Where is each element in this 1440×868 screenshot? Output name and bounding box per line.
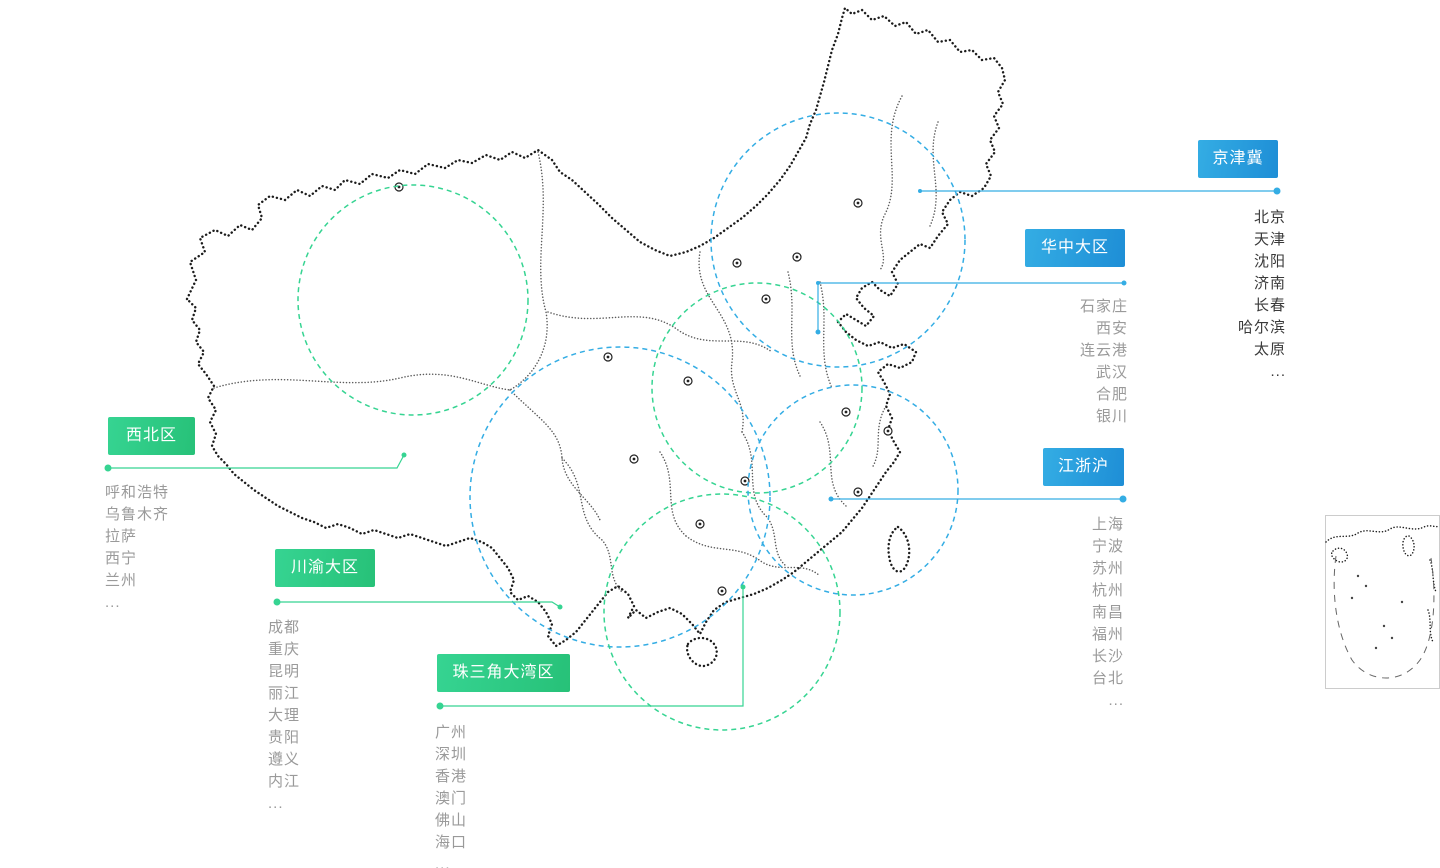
region-circle-pearl-delta [603,493,841,731]
city-marker-icon [853,198,863,208]
region-circle-jingjinji [710,112,966,368]
city-marker-icon [683,376,693,386]
region-circle-northwest [297,184,529,416]
city-list-jingjinji: 北京天津沈阳济南长春哈尔滨太原... [1238,207,1286,383]
city-list-huazhong: 石家庄西安连云港武汉合肥银川 [1080,296,1128,428]
city-marker-icon [740,476,750,486]
city-item: 大理 [268,707,301,724]
province-borders [213,95,939,593]
city-item: 长沙 [1091,648,1124,665]
city-item: 哈尔滨 [1237,319,1286,336]
city-item: 乌鲁木齐 [105,506,170,523]
city-item: 西宁 [105,550,138,567]
region-circle-central [651,282,863,494]
region-circle-chuanyu [469,346,771,648]
city-item: ... [1108,692,1124,709]
city-item: 丽江 [268,685,301,702]
city-item: 香港 [435,768,468,785]
city-marker-icon [603,352,613,362]
region-circle-jiangzhehu [747,384,959,596]
city-item: 佛山 [435,812,468,829]
region-badge-jingjinji[interactable]: 京津冀 [1198,140,1278,178]
city-item: 宁波 [1091,538,1124,555]
region-badge-chuanyu[interactable]: 川渝大区 [275,549,375,587]
connector-xibei [104,452,407,472]
city-item: 南昌 [1091,604,1124,621]
city-list-jiangzhehu: 上海宁波苏州杭州南昌福州长沙台北... [1092,514,1124,712]
region-circles [297,112,966,731]
city-item: 福州 [1091,626,1124,643]
connector-huazhong [815,280,1127,335]
city-item: 遵义 [268,751,301,768]
region-badge-pearl-delta[interactable]: 珠三角大湾区 [437,654,570,692]
china-map-outline [185,5,1007,668]
city-marker-icon [841,407,851,417]
city-item: 苏州 [1091,560,1124,577]
city-marker-icon [853,487,863,497]
city-marker-icon [761,294,771,304]
city-markers [394,182,893,596]
city-item: 海口 [435,834,468,851]
city-item: ... [268,795,284,812]
region-connectors [104,187,1281,710]
city-item: 昆明 [268,663,301,680]
city-item: 天津 [1253,231,1286,248]
city-item: ... [1270,363,1286,380]
city-item: 杭州 [1091,582,1124,599]
city-marker-icon [717,586,727,596]
city-list-chuanyu: 成都重庆昆明丽江大理贵阳遵义内江... [268,617,300,815]
city-marker-icon [695,519,705,529]
city-item: 重庆 [268,641,301,658]
city-marker-icon [394,182,404,192]
nine-dash-line [1333,555,1435,679]
city-marker-icon [629,454,639,464]
city-item: 北京 [1253,209,1286,226]
city-item: 拉萨 [105,528,138,545]
city-marker-icon [732,258,742,268]
city-item: 成都 [268,619,301,636]
city-item: ... [105,594,121,611]
city-item: 太原 [1253,341,1286,358]
city-item: 澳门 [435,790,468,807]
city-item: 贵阳 [268,729,301,746]
city-item: 广州 [435,724,468,741]
city-item: 深圳 [435,746,468,763]
city-item: ... [435,856,451,868]
south-china-sea-inset [1325,515,1440,689]
city-item: 合肥 [1095,386,1128,403]
city-marker-icon [792,252,802,262]
inset-island-dots [1350,574,1404,650]
connector-jiangzhehu [828,495,1127,503]
city-item: 上海 [1091,516,1124,533]
region-badge-huazhong[interactable]: 华中大区 [1025,229,1125,267]
region-badge-jiangzhehu[interactable]: 江浙沪 [1043,448,1124,486]
city-item: 台北 [1091,670,1124,687]
city-item: 西安 [1095,320,1128,337]
city-item: 内江 [268,773,301,790]
city-item: 银川 [1095,408,1128,425]
city-item: 沈阳 [1253,253,1286,270]
connector-chuanyu [273,598,563,610]
city-item: 济南 [1253,275,1286,292]
city-list-pearl-delta: 广州深圳香港澳门佛山海口... [435,722,467,868]
connector-jingjinji [918,187,1281,195]
city-item: 呼和浩特 [105,484,170,501]
connector-pearl-delta [436,584,746,710]
city-item: 石家庄 [1079,298,1128,315]
city-marker-icon [883,426,893,436]
city-item: 武汉 [1095,364,1128,381]
region-badge-xibei[interactable]: 西北区 [108,417,195,455]
city-item: 长春 [1253,297,1286,314]
city-list-xibei: 呼和浩特乌鲁木齐拉萨西宁兰州... [105,482,169,614]
city-item: 连云港 [1079,342,1128,359]
city-item: 兰州 [105,572,138,589]
